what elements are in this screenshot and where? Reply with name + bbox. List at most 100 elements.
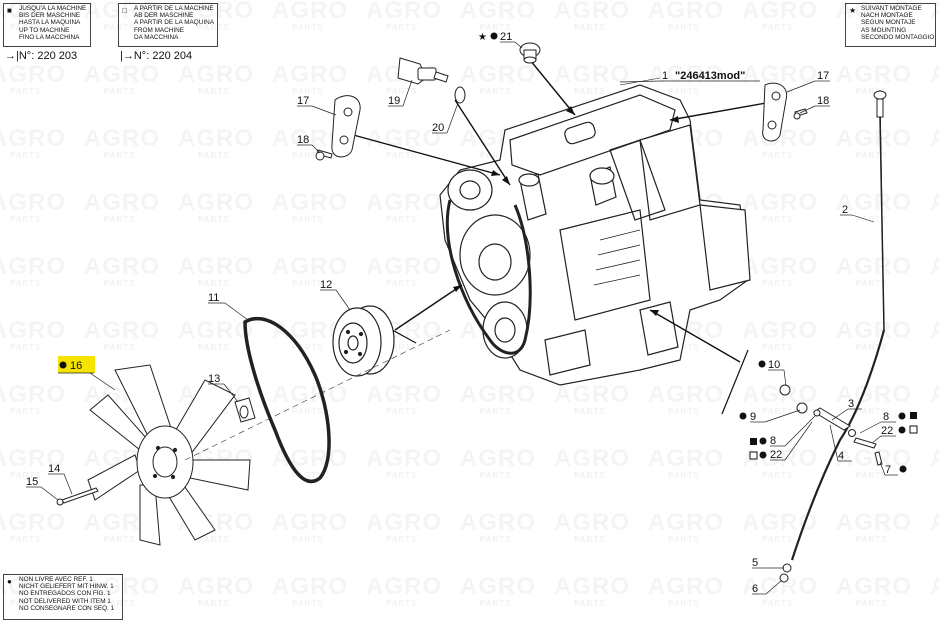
watermark-brand: AGRO [366,0,442,24]
legend-line: SECONDO MONTAGGIO [861,33,935,41]
watermark-sub: PARTS [292,471,324,480]
highlight-callout-16 [58,356,95,373]
legend-line: NACH MONTAGE [861,12,913,20]
callout-11[interactable]: 11 [208,292,219,304]
callout-markers: ★ [59,32,918,473]
watermark-sub: PARTS [10,87,42,96]
watermark-brand: AGRO [836,509,912,536]
watermark-sub: PARTS [856,599,888,608]
watermark-brand: AGRO [0,445,66,472]
watermark-brand: AGRO [648,573,724,600]
callout-8-left[interactable]: 8 [770,435,776,447]
watermark-sub: PARTS [10,279,42,288]
callout-3[interactable]: 3 [848,398,854,410]
watermark-brand: AGRO [742,381,818,408]
callout-22-right[interactable]: 22 [881,425,893,437]
callout-17-left[interactable]: 17 [297,95,309,107]
watermark-brand: AGRO [554,509,630,536]
watermark-sub: PARTS [198,87,230,96]
dot-icon [899,465,907,473]
callout-18-right[interactable]: 18 [817,95,829,107]
callout-18-left[interactable]: 18 [297,134,309,146]
watermark-brand: AGRO [648,445,724,472]
watermark-sub: PARTS [856,535,888,544]
callout-labels[interactable]: 1 "246413mod" 2 3 4 5 6 7 8 8 9 10 11 12… [26,31,893,595]
legend-line: NON LIVRE AVEC REF. 1 [19,576,93,583]
watermark-sub: PARTS [198,599,230,608]
watermark-brand: AGRO [648,509,724,536]
callout-1[interactable]: 1 [662,70,668,82]
callout-8-right[interactable]: 8 [883,411,889,423]
callout-leaders [26,41,898,595]
star-icon: ★ [849,6,857,15]
watermark-sub: PARTS [762,279,794,288]
watermark-brand: AGRO [272,61,348,88]
callout-13[interactable]: 13 [208,373,220,385]
empty-square-icon [909,425,918,434]
filled-square-icon [750,438,757,445]
watermark-sub: PARTS [104,535,136,544]
callout-5[interactable]: 5 [752,557,758,569]
watermark-brand: AGRO [84,573,160,600]
watermark-sub: PARTS [292,23,324,32]
watermark-brand: AGRO [930,0,939,24]
watermark-brand: AGRO [554,573,630,600]
watermark-sub: PARTS [668,87,700,96]
watermark-brand: AGRO [84,61,160,88]
legend-lines: SUIVANT MONTAGE NACH MONTAGE SEGUN MONTA… [861,5,935,41]
legend-line: FINO LA MACCHINA [19,33,80,41]
watermark-brand: AGRO [554,0,630,24]
legend-line: NO CONSEGNARE CON SEQ. 1 [19,604,115,612]
watermark-sub: PARTS [668,343,700,352]
callout-12[interactable]: 12 [320,279,332,291]
callout-10[interactable]: 10 [768,359,780,371]
watermark-sub: PARTS [292,215,324,224]
watermark-brand: AGRO [272,0,348,24]
watermark-sub: PARTS [104,23,136,32]
watermark-brand: AGRO [930,445,939,472]
legend-not-delivered: ● NON LIVRE AVEC REF. 1 NICHT GELIEFERT … [3,574,123,620]
watermark-sub: PARTS [386,599,418,608]
watermark-brand: AGRO [836,573,912,600]
arrow-stop-icon: →| [5,50,19,62]
legend-line: JUSQU'A LA MACHINE [19,5,87,12]
callout-14[interactable]: 14 [48,463,60,475]
callout-15[interactable]: 15 [26,476,38,488]
watermark-sub: PARTS [668,599,700,608]
watermark-sub: PARTS [104,151,136,160]
watermark-sub: PARTS [198,151,230,160]
callout-21[interactable]: 21 [500,31,512,43]
watermark-brand: AGRO [554,381,630,408]
watermark-sub: PARTS [104,343,136,352]
callout-22-left[interactable]: 22 [770,449,782,461]
callout-6[interactable]: 6 [752,583,758,595]
watermark-brand: AGRO [366,573,442,600]
watermark-sub: PARTS [762,151,794,160]
watermark-sub: PARTS [668,23,700,32]
watermark-sub: PARTS [480,87,512,96]
dot-icon [739,412,747,420]
callout-2[interactable]: 2 [842,204,848,216]
legend-line: SEGUN MONTAJE [861,19,916,27]
plug [519,42,541,64]
callout-19[interactable]: 19 [388,95,400,107]
watermark-sub: PARTS [198,343,230,352]
callout-17-right[interactable]: 17 [817,70,829,82]
callout-4[interactable]: 4 [838,450,844,462]
callout-9[interactable]: 9 [750,411,756,423]
watermark-sub: PARTS [574,87,606,96]
sensor [397,57,466,104]
watermark-brand: AGRO [0,61,66,88]
legend-line: DA MACCHINA [134,33,179,41]
watermark-brand: AGRO [460,445,536,472]
callout-16[interactable]: 16 [70,360,82,372]
watermark-brand: AGRO [930,125,939,152]
legend-lines: A PARTIR DE LA MACHINE AB DER MASCHINE A… [134,5,214,41]
callout-7[interactable]: 7 [885,464,891,476]
arrow-heads [453,106,679,316]
watermark-brand: AGRO [0,509,66,536]
callout-20[interactable]: 20 [432,122,444,134]
dipstick-assembly [779,90,887,583]
watermark-brand: AGRO [272,253,348,280]
